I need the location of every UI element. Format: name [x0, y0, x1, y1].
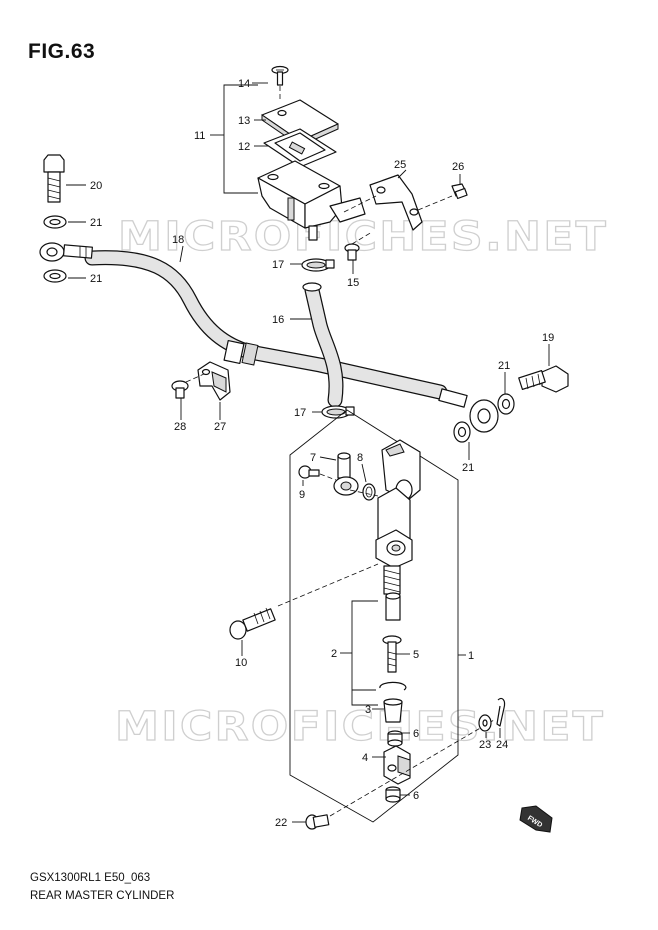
- callout-21-top-left: 21: [90, 217, 102, 229]
- callout-11: 11: [194, 130, 205, 142]
- callout-24: 24: [496, 739, 508, 751]
- washer-21-right-upper: [497, 393, 515, 415]
- push-rod-5: [382, 635, 402, 673]
- callout-1: 1: [468, 650, 474, 662]
- callout-20: 20: [90, 180, 102, 192]
- cotter-pin-24: [496, 697, 506, 727]
- clevis-pin-22: [305, 814, 330, 830]
- figure-title: FIG.63: [28, 40, 96, 63]
- reservoir-hose-16: [302, 282, 344, 408]
- callout-9: 9: [299, 489, 305, 501]
- brake-hose-18: [39, 242, 499, 433]
- callout-2: 2: [331, 648, 337, 660]
- master-cylinder-body: [375, 439, 421, 569]
- union-bolt-20: [43, 154, 65, 203]
- callout-28: 28: [174, 421, 186, 433]
- callout-3: 3: [365, 704, 371, 716]
- reservoir-screw-14: [271, 65, 289, 100]
- callout-17-top: 17: [272, 259, 284, 271]
- callout-17-bottom: 17: [294, 407, 306, 419]
- assembly-outline-1: [289, 409, 459, 823]
- callout-10: 10: [235, 657, 247, 669]
- callout-21-right-lower: 21: [462, 462, 474, 474]
- hose-clamp-27: [197, 361, 231, 401]
- callout-23: 23: [479, 739, 491, 751]
- callout-21-mid-left: 21: [90, 273, 102, 285]
- washer-21-right-lower: [453, 421, 471, 443]
- return-spring: [383, 565, 401, 595]
- callout-14: 14: [238, 78, 250, 90]
- lock-nut-6-lower: [385, 786, 401, 803]
- figure-name: REAR MASTER CYLINDER: [30, 890, 175, 902]
- o-ring-8: [362, 483, 376, 501]
- washer-23: [478, 714, 492, 732]
- dust-boot-3: [383, 698, 403, 723]
- callout-25: 25: [394, 159, 406, 171]
- fwd-arrow-icon: FWD: [519, 805, 553, 833]
- mounting-bolt-10: [229, 607, 276, 640]
- callout-6-upper: 6: [413, 728, 419, 740]
- lock-nut-6-upper: [387, 730, 403, 747]
- callout-4: 4: [362, 752, 368, 764]
- callout-16: 16: [272, 314, 284, 326]
- callout-19: 19: [542, 332, 554, 344]
- reservoir-diaphragm-12: [263, 128, 337, 168]
- callout-7: 7: [310, 452, 316, 464]
- union-bolt-19: [518, 365, 569, 393]
- callout-22: 22: [275, 817, 287, 829]
- hose-fitting-7: [333, 452, 359, 496]
- watermark-top: MICROFICHES.NET: [118, 214, 608, 260]
- callout-21-right-upper: 21: [498, 360, 510, 372]
- reservoir-bracket-25: [369, 174, 423, 231]
- bracket-bolt-26: [451, 183, 468, 200]
- hose-clamp-17-top: [301, 258, 335, 272]
- piston: [385, 592, 401, 621]
- washer-21-mid-left: [43, 269, 67, 283]
- clamp-bolt-28: [171, 380, 189, 399]
- fitting-screw-9: [298, 465, 320, 479]
- callout-13: 13: [238, 115, 250, 127]
- circlip: [379, 681, 407, 691]
- callout-18: 18: [172, 234, 184, 246]
- callout-6-lower: 6: [413, 790, 419, 802]
- reservoir-body-11: [257, 160, 366, 241]
- hose-clamp-17-bottom: [321, 405, 355, 419]
- callout-26: 26: [452, 161, 464, 173]
- clevis-4: [383, 745, 411, 785]
- callout-5: 5: [413, 649, 419, 661]
- watermark-bottom: MICROFICHES.NET: [115, 704, 605, 750]
- model-code: GSX1300RL1 E50_063: [30, 872, 151, 884]
- callout-27: 27: [214, 421, 226, 433]
- washer-21-top-left: [43, 215, 67, 229]
- callout-8: 8: [357, 452, 363, 464]
- callout-15: 15: [347, 277, 359, 289]
- callout-12: 12: [238, 141, 250, 153]
